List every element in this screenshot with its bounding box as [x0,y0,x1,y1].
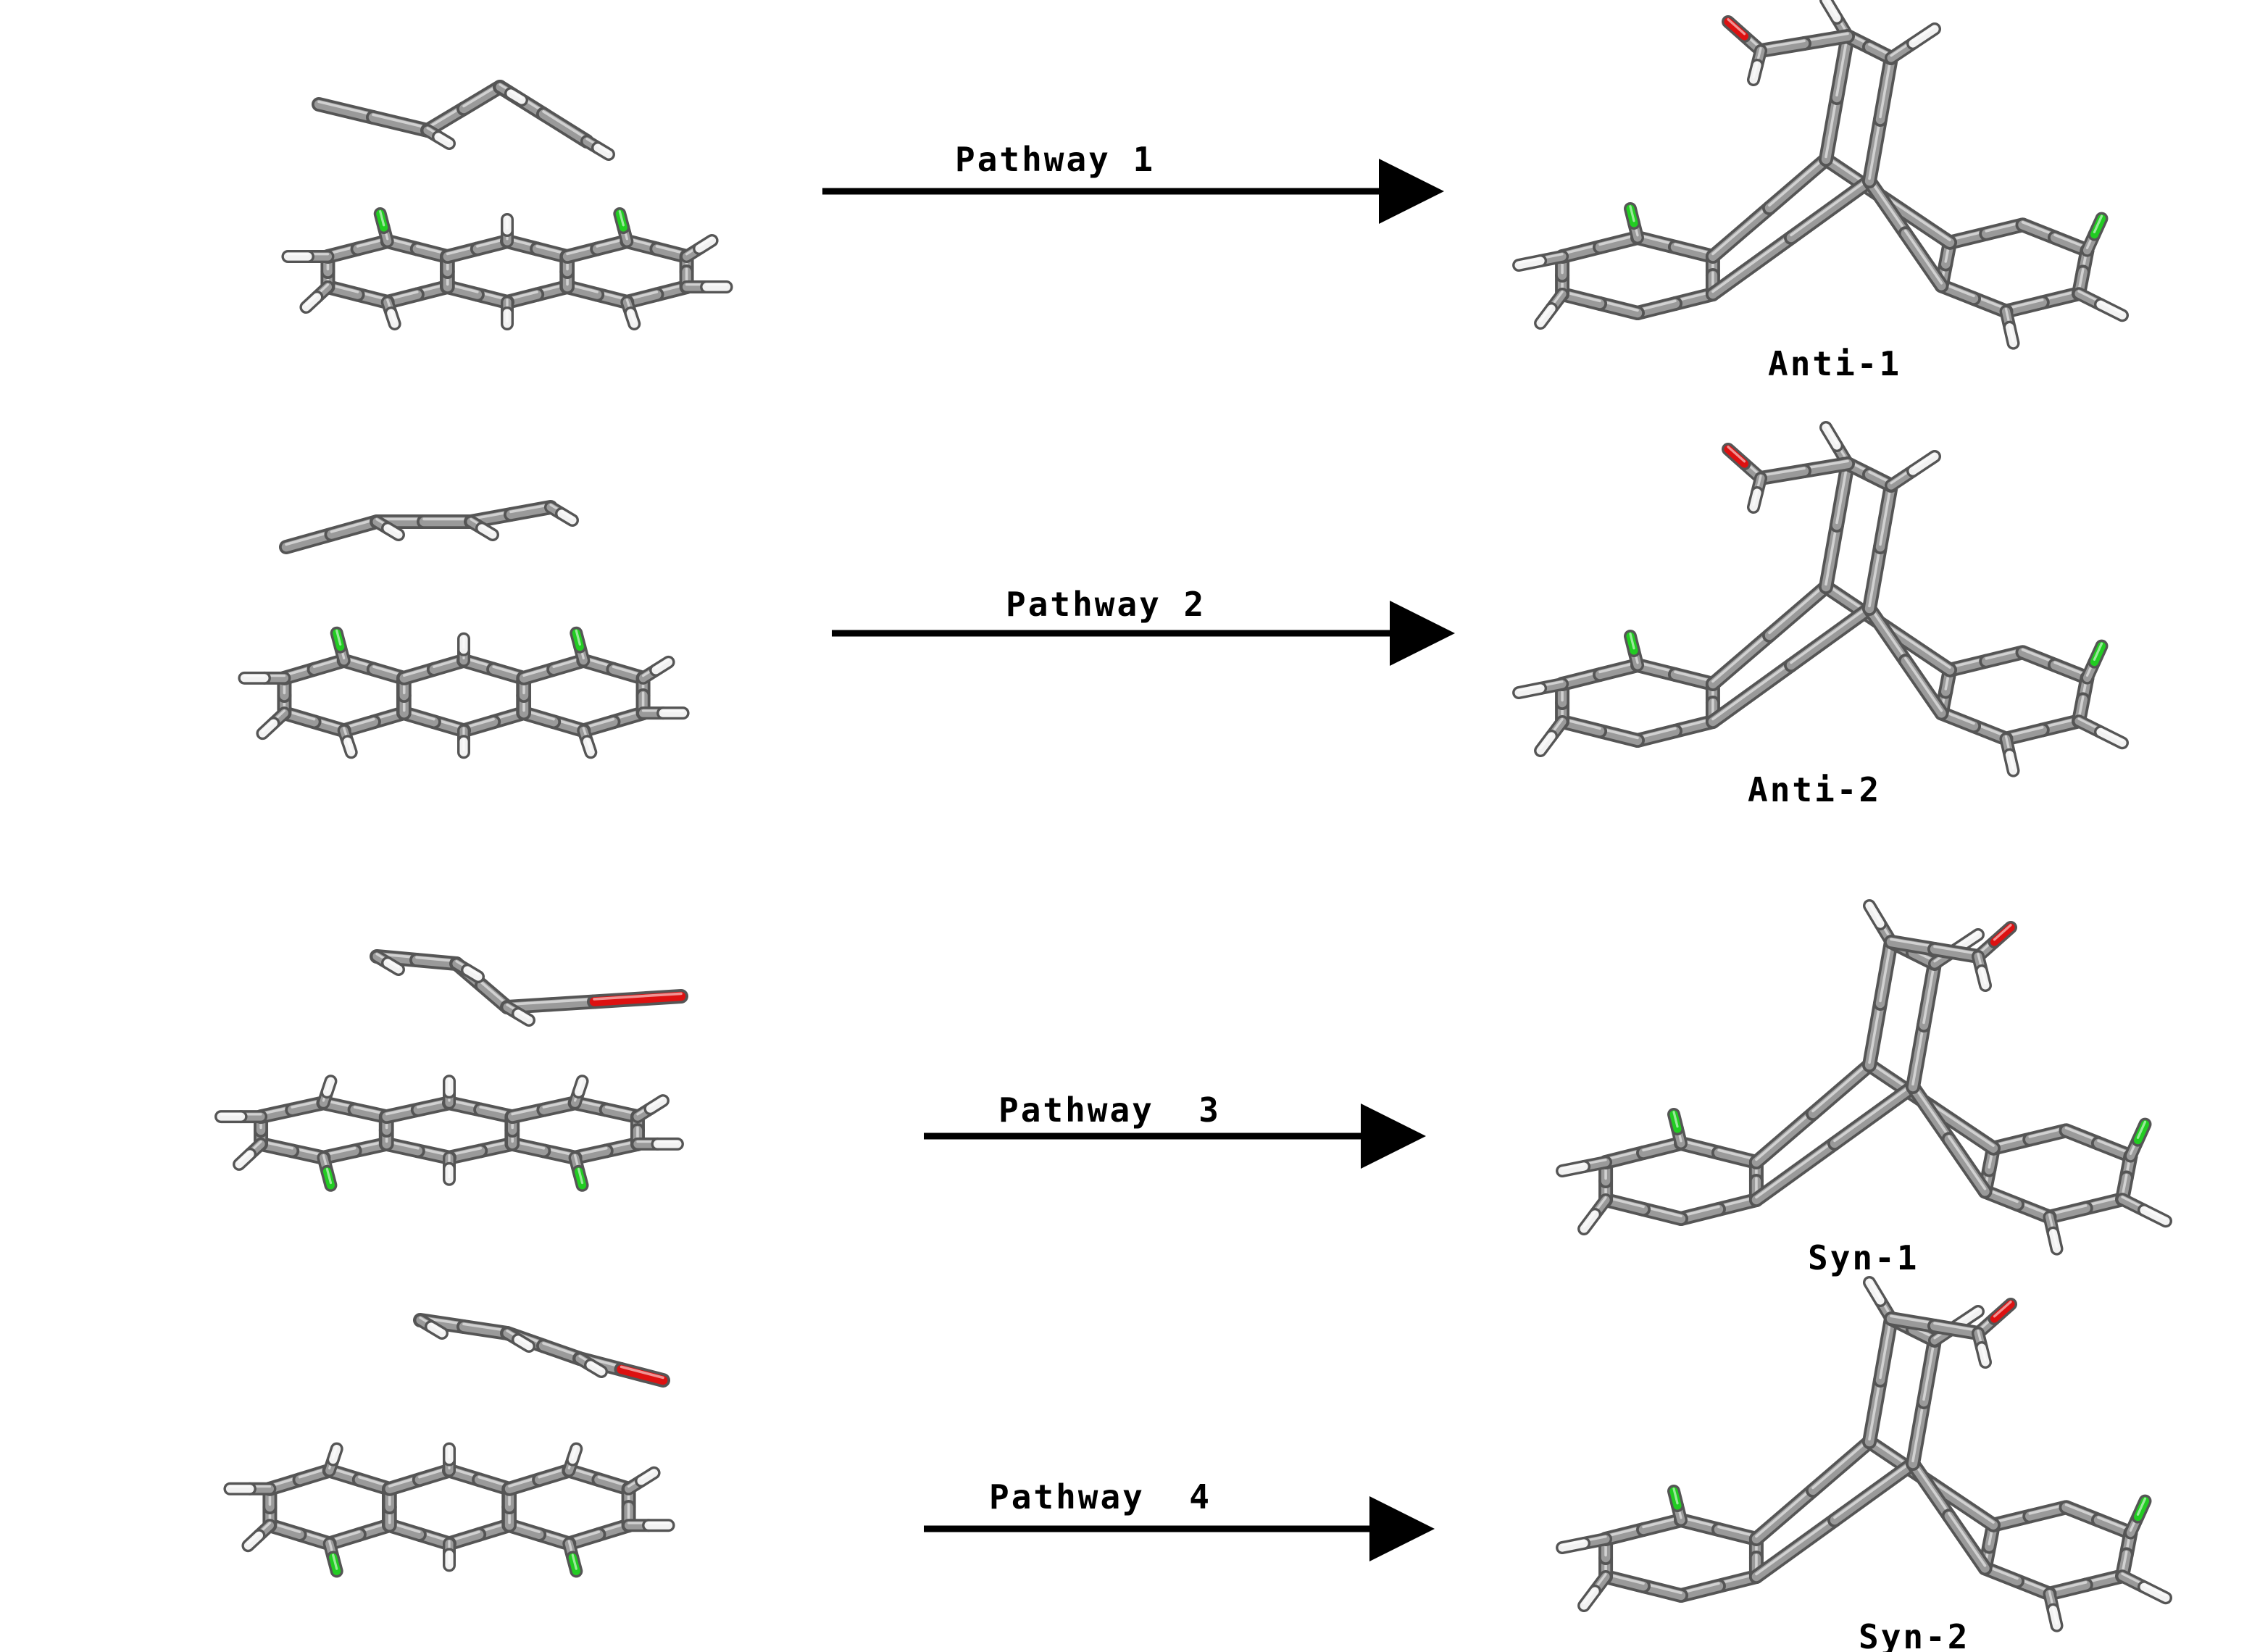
molecule-renderings [214,0,2172,1632]
reactant-dienophile-2 [279,500,579,554]
pathway-4-label: Pathway 4 [989,1477,1212,1517]
reactant-anthracene-1 [281,207,733,330]
product-syn-2-molecule [1556,1276,2172,1632]
reactant-anthracene-4 [223,1442,675,1578]
product-anti-1-label: Anti-1 [1768,344,1901,383]
reactant-dienophile-3 [370,949,688,1027]
product-syn-1-molecule [1556,899,2172,1256]
pathway-1-label: Pathway 1 [955,140,1155,179]
product-syn-2-label: Syn-2 [1859,1617,1969,1652]
pathway-3-label: Pathway 3 [998,1090,1221,1130]
reactant-dienophile-4 [413,1313,670,1388]
reactant-anthracene-2 [238,626,690,759]
pathway-2-label: Pathway 2 [1006,585,1206,624]
product-anti-1-molecule [1512,0,2129,350]
product-syn-1-label: Syn-1 [1808,1238,1919,1277]
product-anti-2-label: Anti-2 [1748,770,1881,809]
product-anti-2-molecule [1512,421,2129,777]
reactant-anthracene-3 [214,1075,684,1192]
reactant-dienophile-1 [312,80,615,161]
